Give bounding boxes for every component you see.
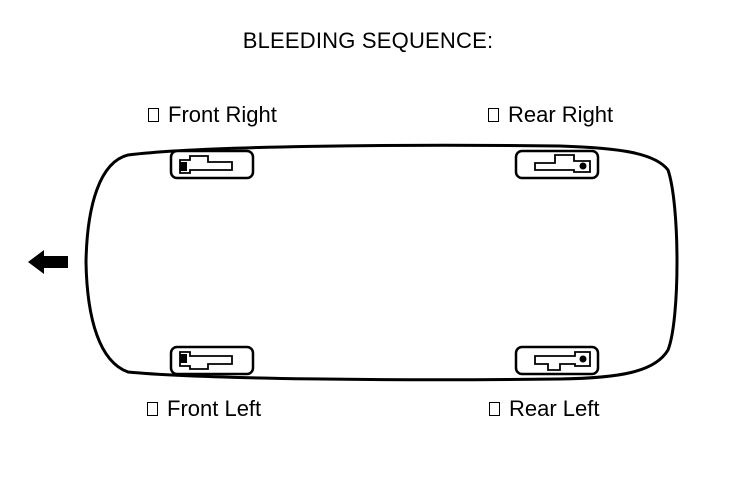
brake-caliper-icon [514, 149, 600, 180]
vehicle-body-outline [84, 143, 679, 382]
label-front-left: Front Left [147, 396, 261, 422]
arrow-left-icon [28, 250, 68, 274]
front-right-text: Front Right [168, 102, 277, 127]
checkbox-icon [488, 108, 499, 122]
front-left-text: Front Left [167, 396, 262, 421]
checkbox-icon [148, 108, 159, 122]
rear-right-text: Rear Right [508, 102, 614, 127]
rear-left-text: Rear Left [509, 396, 600, 421]
brake-caliper-icon [514, 345, 600, 376]
checkbox-icon [147, 402, 158, 416]
brake-caliper-icon [169, 149, 255, 180]
brake-caliper-icon [169, 345, 255, 376]
label-rear-left: Rear Left [489, 396, 600, 422]
checkbox-icon [489, 402, 500, 416]
label-rear-right: Rear Right [488, 102, 613, 128]
label-front-right: Front Right [148, 102, 277, 128]
diagram-title: BLEEDING SEQUENCE: [242, 28, 494, 53]
